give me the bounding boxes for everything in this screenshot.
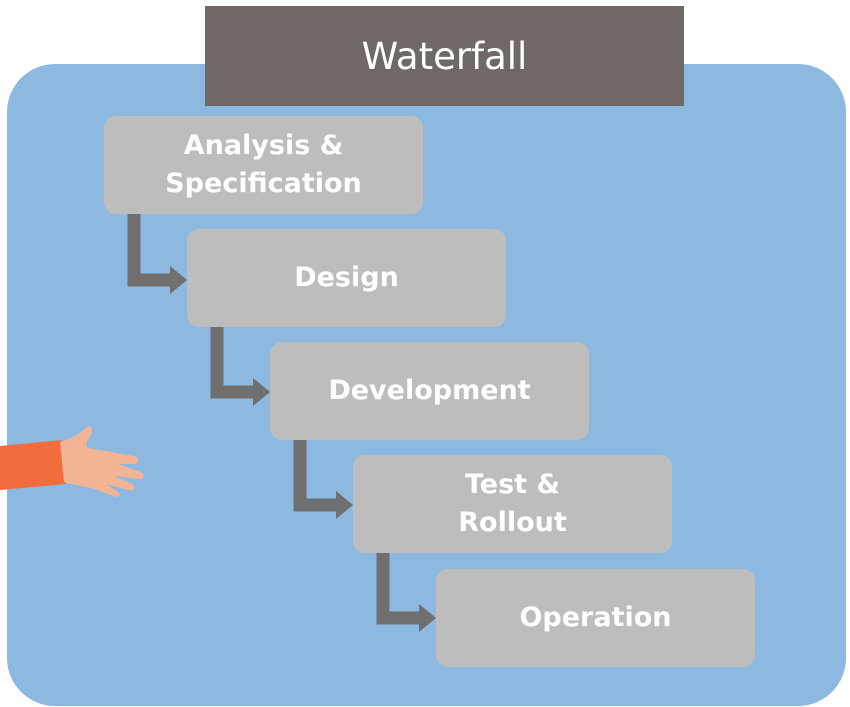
connector-1: [127, 214, 187, 294]
step-design: Design: [187, 229, 506, 327]
step-operation: Operation: [436, 569, 755, 667]
connector-4: [376, 553, 436, 632]
diagram-title: Waterfall: [205, 6, 684, 106]
step-development: Development: [270, 342, 589, 440]
connector-2: [210, 327, 270, 406]
step-analysis-specification: Analysis & Specification: [104, 116, 423, 214]
step-test-rollout: Test & Rollout: [353, 455, 672, 553]
connector-3: [293, 440, 353, 519]
pointing-hand-icon: [0, 426, 144, 497]
